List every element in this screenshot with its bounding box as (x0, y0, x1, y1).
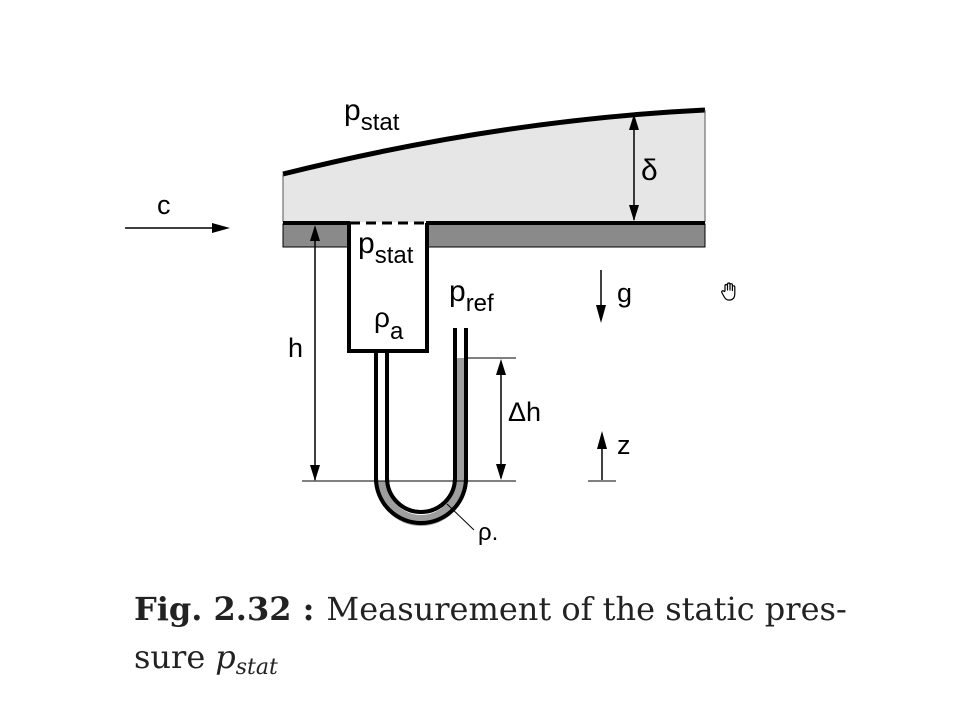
caption-fig-label: Fig. 2.32 : (134, 590, 314, 628)
manometer-tube-outer (374, 328, 468, 525)
wall-right-segment (427, 223, 706, 248)
delta-h-label: Δh (508, 397, 541, 427)
g-label: g (617, 278, 632, 308)
delta-label: δ (641, 154, 658, 187)
p-stat-top-label: pstat (344, 94, 400, 136)
caption-symbol-sub: stat (236, 655, 278, 680)
p-stat-tap-label: pstat (358, 227, 414, 269)
rho-fluid-label: ρ. (478, 519, 498, 546)
delta-arrow-bottom (629, 205, 639, 221)
caption-text-2: sure (134, 638, 205, 676)
boundary-layer-region (283, 110, 705, 222)
open-hand-cursor-icon (721, 282, 736, 301)
z-arrow-head (597, 431, 607, 449)
h-label: h (288, 333, 303, 363)
caption-text-1: Measurement of the static pres- (326, 590, 846, 628)
boundary-layer-edge (282, 107, 706, 177)
rho-fluid-leader (446, 503, 475, 531)
manometer-fluid (376, 358, 466, 526)
delta-h-arrow-bottom (496, 464, 506, 480)
caption-line-1: Fig. 2.32 : Measurement of the static pre… (134, 590, 847, 628)
manometer-tube-inner (385, 328, 457, 514)
c-label: c (157, 190, 171, 220)
delta-h-arrow-top (496, 359, 506, 375)
p-ref-label: pref (449, 275, 494, 317)
h-arrow-top (310, 225, 320, 241)
rho-a-label: ρa (374, 302, 404, 345)
z-label: z (617, 430, 631, 460)
delta-arrow-top (629, 114, 639, 130)
caption-symbol: p (215, 638, 235, 676)
h-arrow-bottom (310, 465, 320, 481)
flow-arrow-head (212, 223, 230, 233)
gravity-arrow-head (596, 305, 606, 323)
